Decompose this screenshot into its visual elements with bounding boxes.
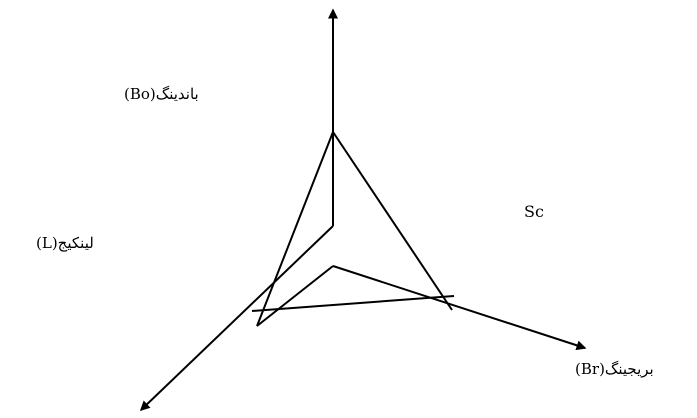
sc-label: Sc [524, 202, 544, 221]
linkage-label: لینکیج(L) [36, 234, 94, 252]
bonding-label: باندینگ(Bo) [124, 85, 199, 103]
linkage-axis [139, 225, 334, 412]
edge-top-left [256, 131, 334, 327]
inner-edge-left [256, 265, 334, 327]
bridging-label: بریجینگ(Br) [575, 360, 654, 378]
bridging-axis [332, 265, 587, 351]
inner-base [251, 295, 455, 312]
edge-top-right [332, 131, 453, 311]
